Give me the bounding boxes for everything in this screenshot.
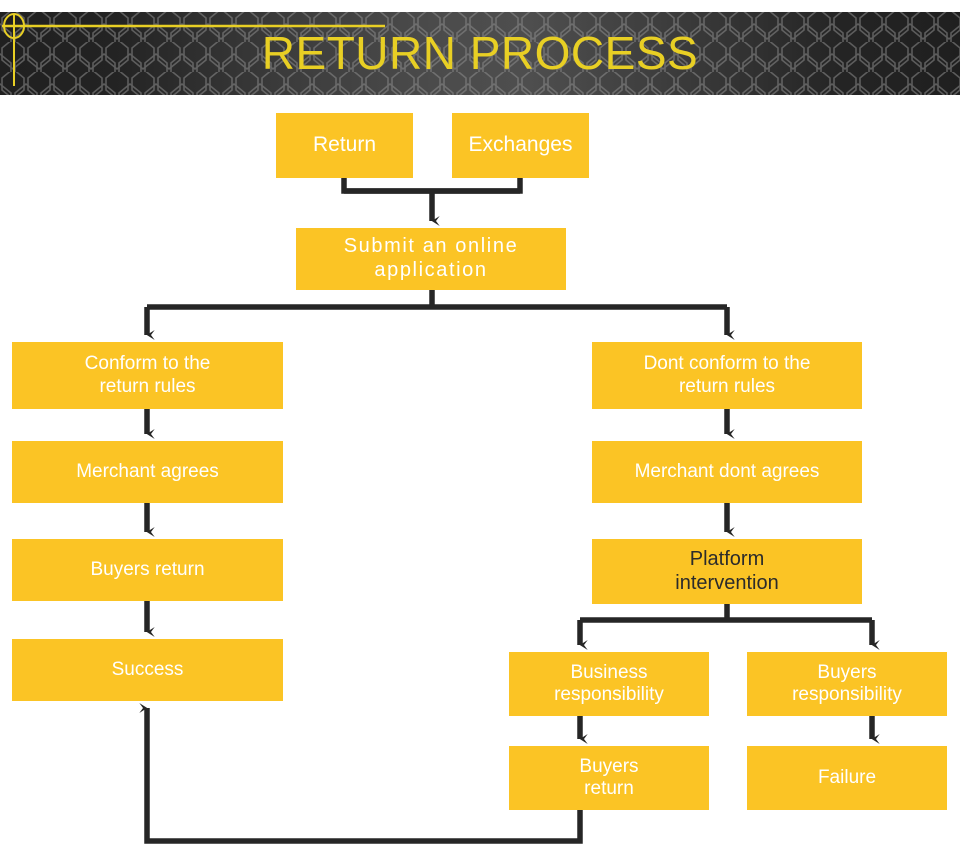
node-platform-intervention[interactable]: Platform intervention — [592, 539, 862, 604]
node-dont-conform-to-return-rules[interactable]: Dont conform to the return rules — [592, 342, 862, 409]
header-decoration — [2, 13, 385, 86]
node-buyers-return-left[interactable]: Buyers return — [12, 539, 283, 601]
node-business-responsibility[interactable]: Business responsibility — [509, 652, 709, 716]
node-buyers-return-right[interactable]: Buyers return — [509, 746, 709, 810]
node-return[interactable]: Return — [276, 113, 413, 178]
node-success[interactable]: Success — [12, 639, 283, 701]
node-submit-online-application[interactable]: Submit an online application — [296, 228, 566, 290]
edge-exchanges-to-submit — [344, 178, 523, 194]
node-failure[interactable]: Failure — [747, 746, 947, 810]
edge-loopback-to-success — [139, 703, 583, 844]
node-exchanges[interactable]: Exchanges — [452, 113, 589, 178]
node-merchant-dont-agrees[interactable]: Merchant dont agrees — [592, 441, 862, 503]
header-banner: RETURN PROCESS — [0, 12, 960, 95]
node-conform-to-return-rules[interactable]: Conform to the return rules — [12, 342, 283, 409]
ring-marker — [3, 13, 25, 39]
page-title: RETURN PROCESS — [261, 27, 699, 79]
node-buyers-responsibility[interactable]: Buyers responsibility — [747, 652, 947, 716]
node-merchant-agrees[interactable]: Merchant agrees — [12, 441, 283, 503]
